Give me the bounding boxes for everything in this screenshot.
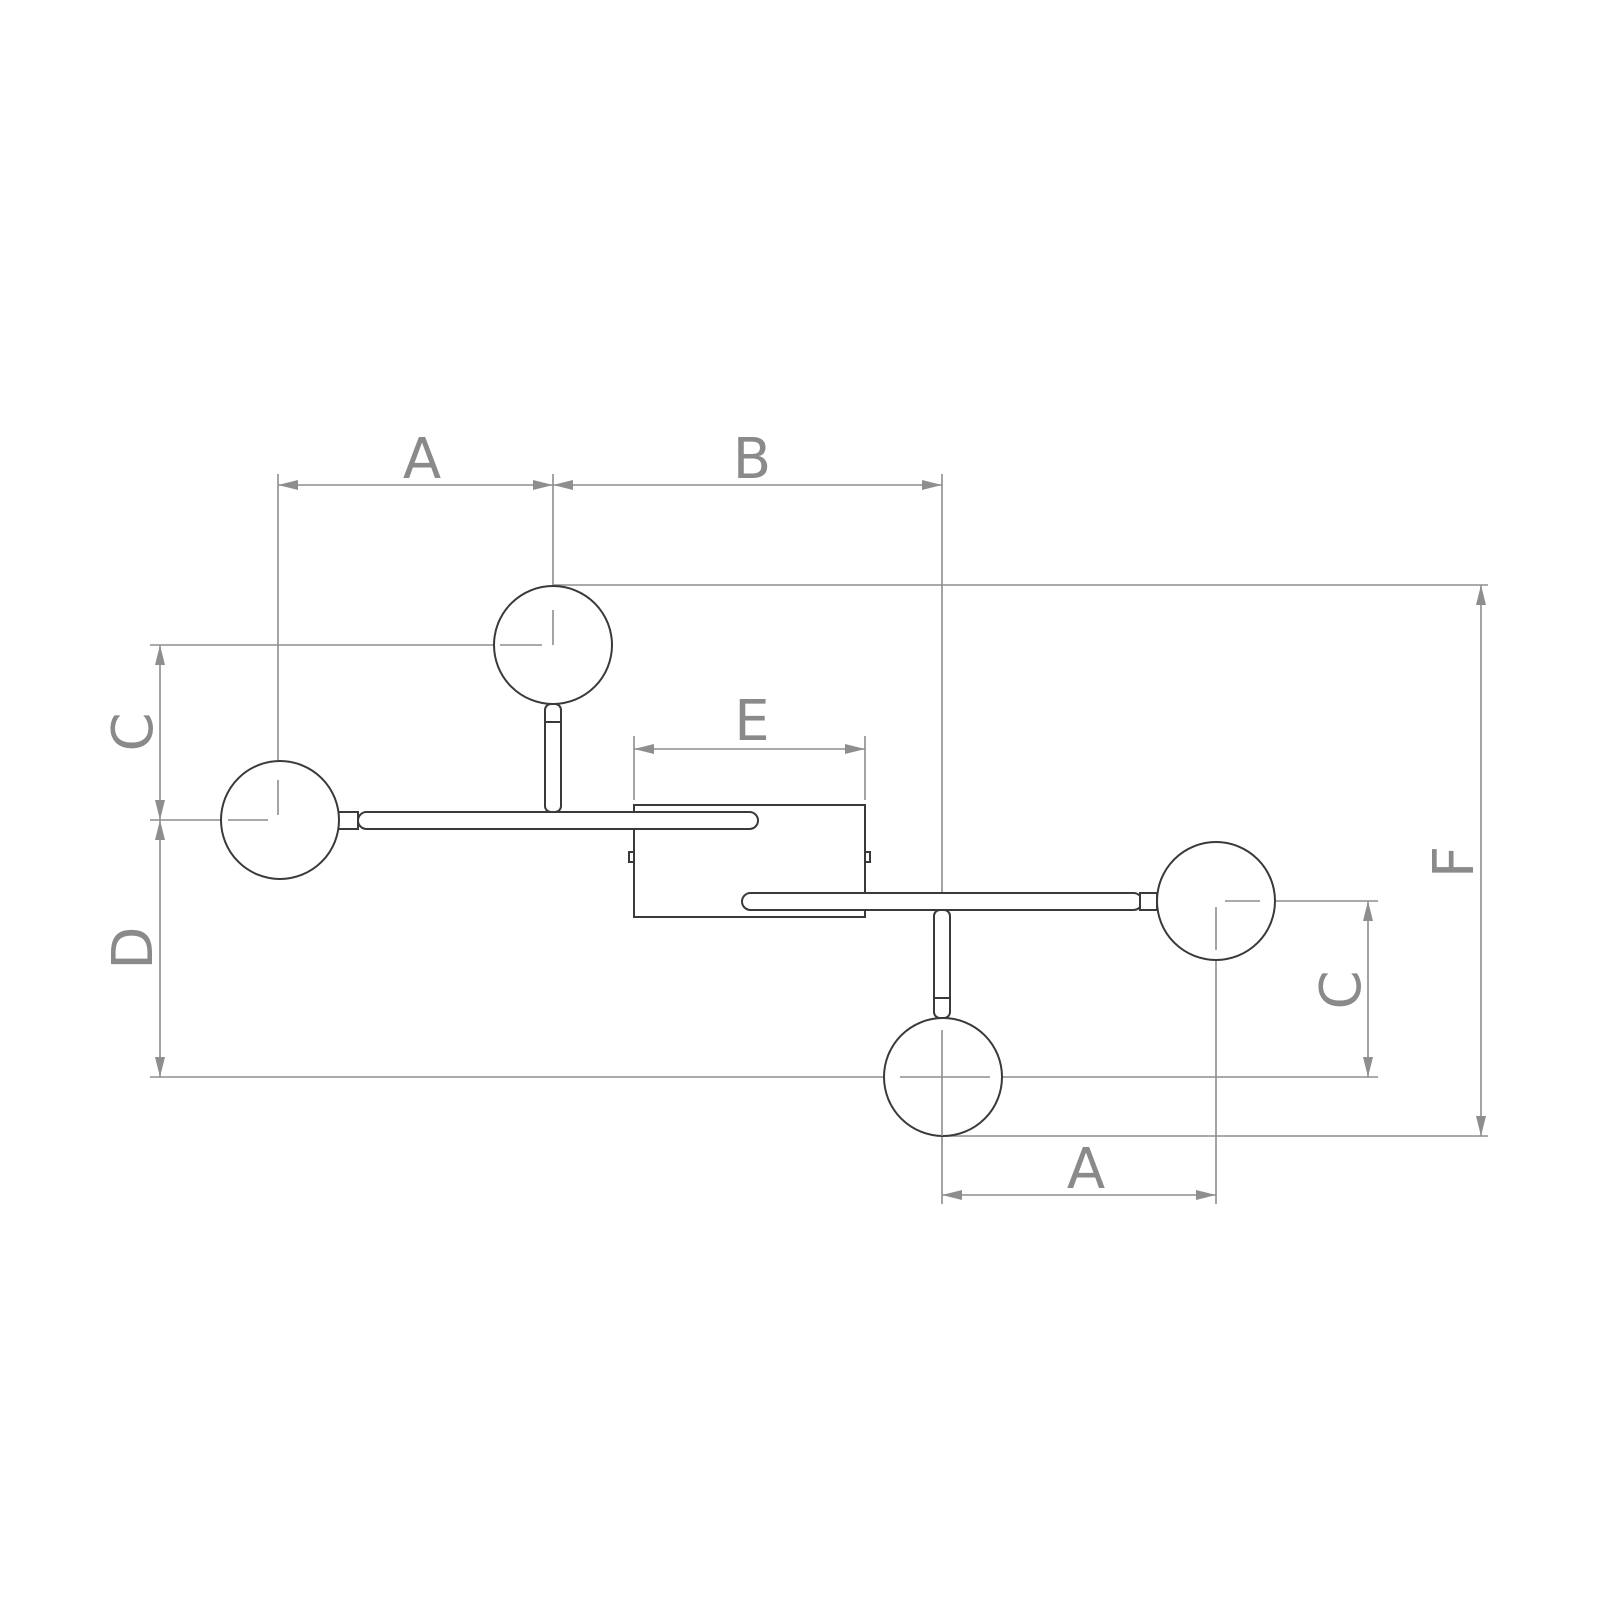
canopy-screw-right xyxy=(864,851,871,863)
upper-arm xyxy=(357,811,759,830)
label-f: F xyxy=(1422,846,1487,878)
label-a-bottom: A xyxy=(1067,1137,1105,1202)
lower-arm-end-cap xyxy=(1139,892,1158,911)
dimension-labels: A B E A C D C F xyxy=(101,427,1487,1202)
label-a-top: A xyxy=(403,427,441,492)
canopy-screw-left xyxy=(628,851,635,863)
dimension-lines xyxy=(155,480,1486,1200)
lower-stem xyxy=(933,909,951,1019)
label-c-left: C xyxy=(101,712,166,751)
extension-lines xyxy=(150,474,1488,1204)
label-b: B xyxy=(733,427,771,492)
globe-left xyxy=(220,760,340,880)
lamp-fixture xyxy=(220,585,1276,1137)
label-c-right: C xyxy=(1309,970,1374,1009)
center-marks xyxy=(228,610,1260,1136)
label-d: D xyxy=(101,926,166,969)
upper-arm-end-cap xyxy=(337,811,359,830)
upper-stem xyxy=(544,703,562,813)
label-e: E xyxy=(734,689,769,754)
lower-arm xyxy=(741,892,1143,911)
globe-right xyxy=(1156,841,1276,961)
